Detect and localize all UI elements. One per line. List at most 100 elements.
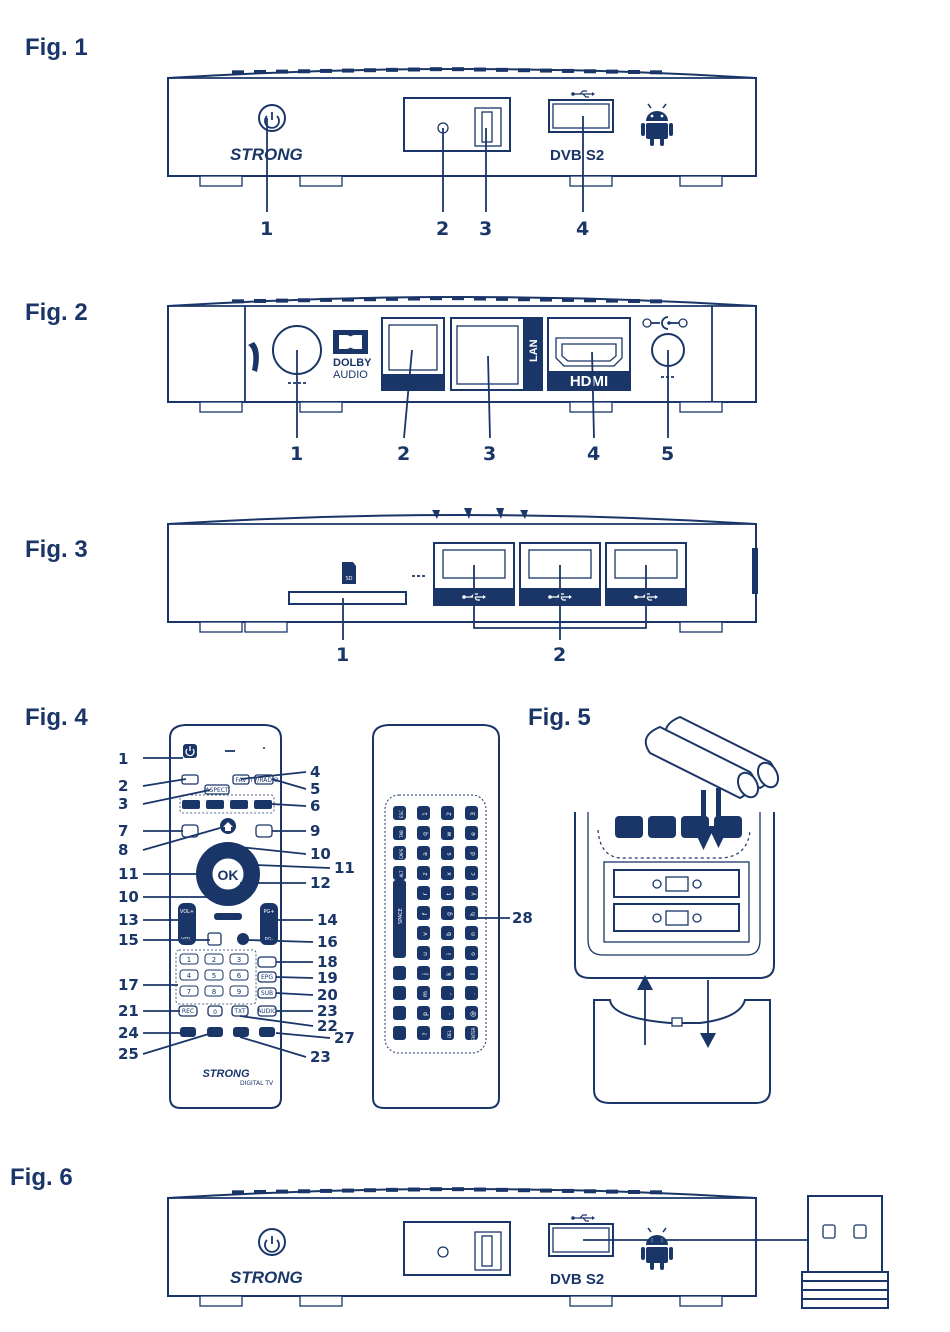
volume-rocker[interactable] (178, 903, 196, 945)
keyboard-key-label: ESC (399, 810, 404, 818)
fig4-callout-13: 13 (118, 911, 139, 929)
vent-slot (650, 70, 662, 75)
keyboard-key[interactable] (417, 946, 430, 960)
digit-key[interactable] (204, 969, 224, 981)
digit-key[interactable] (179, 953, 199, 965)
keyboard-key[interactable] (393, 986, 406, 1000)
keyboard-key[interactable] (393, 846, 406, 860)
keyboard-key-label: p (422, 1012, 429, 1016)
vent-slot (342, 1188, 354, 1193)
keyboard-key[interactable] (441, 866, 454, 880)
keyboard-key-label: DEL (447, 1029, 452, 1038)
keyboard-key[interactable] (465, 946, 478, 960)
keyboard-key[interactable] (441, 1026, 454, 1040)
keyboard-key[interactable] (417, 906, 430, 920)
fig4-callout-6: 6 (310, 797, 320, 815)
play-pause-button[interactable] (207, 1027, 223, 1037)
keyboard-key[interactable] (393, 806, 406, 820)
keyboard-key[interactable] (465, 806, 478, 820)
vent-slot (254, 298, 266, 303)
back-button[interactable] (255, 824, 273, 838)
mouse-button[interactable] (207, 932, 222, 946)
digit-key[interactable] (204, 985, 224, 997)
fig4-callout-1: 1 (118, 750, 128, 768)
keyboard-key[interactable] (465, 926, 478, 940)
keyboard-key[interactable] (441, 946, 454, 960)
insert-arrows (693, 788, 729, 850)
keyboard-key[interactable] (393, 966, 406, 980)
keyboard-key[interactable] (465, 826, 478, 840)
keyboard-key[interactable] (393, 826, 406, 840)
keyboard-key[interactable] (465, 866, 478, 880)
vent-slot (430, 296, 442, 301)
keyboard-key[interactable] (465, 846, 478, 860)
vent-slot (430, 67, 442, 72)
mic-button[interactable] (237, 933, 249, 945)
keyboard-key[interactable] (441, 826, 454, 840)
keyboard-key[interactable] (417, 886, 430, 900)
digit-key[interactable] (179, 969, 199, 981)
ok-button[interactable] (212, 858, 244, 890)
figure-2: Fig. 2 DOLBY AUDIO LAN (25, 296, 757, 465)
vent-slot (232, 1190, 244, 1195)
keyboard-key[interactable] (441, 846, 454, 860)
keyboard-key[interactable] (441, 906, 454, 920)
blue-button[interactable] (254, 800, 272, 809)
keyboard-key-label: 3 (470, 812, 477, 816)
digit-key-label: 5 (212, 972, 216, 980)
digit-key[interactable] (229, 985, 249, 997)
zero-button[interactable] (207, 1005, 223, 1017)
keyboard-key[interactable] (417, 926, 430, 940)
vent-slot (606, 69, 618, 74)
keyboard-key[interactable] (393, 1026, 406, 1040)
stop-button[interactable] (233, 1027, 249, 1037)
keyboard-key[interactable] (417, 806, 430, 820)
keyboard-key[interactable] (441, 806, 454, 820)
keyboard-key[interactable] (417, 1026, 430, 1040)
digit-key[interactable] (179, 985, 199, 997)
audio-label: AUDIO (257, 1008, 277, 1015)
keyboard-key[interactable] (465, 1006, 478, 1020)
keyboard-key[interactable] (465, 986, 478, 1000)
green-button[interactable] (206, 800, 224, 809)
digit-key-label: 2 (212, 956, 216, 964)
rewind-button[interactable] (180, 1027, 196, 1037)
keyboard-key-label: h (470, 912, 477, 916)
keyboard-key[interactable] (417, 966, 430, 980)
keyboard-key[interactable] (441, 1006, 454, 1020)
keyboard-key[interactable] (465, 1026, 478, 1040)
digit-key[interactable] (204, 953, 224, 965)
digit-key[interactable] (229, 969, 249, 981)
space-key[interactable] (393, 880, 406, 958)
audio-text: AUDIO (333, 369, 368, 381)
keyboard-key[interactable] (441, 886, 454, 900)
vent-slot (386, 1187, 398, 1192)
digit-key-label: 8 (212, 988, 216, 996)
keyboard-key-label: ALT (399, 870, 404, 877)
aspect-button[interactable] (204, 784, 230, 795)
keyboard-key[interactable] (417, 1006, 430, 1020)
info-button[interactable] (257, 956, 277, 968)
keyboard-key[interactable] (417, 986, 430, 1000)
keyboard-key[interactable] (417, 826, 430, 840)
keyboard-key[interactable] (441, 926, 454, 940)
digit-key[interactable] (229, 953, 249, 965)
figure-5: Fig. 5 (528, 704, 780, 1104)
keyboard-key[interactable] (465, 966, 478, 980)
keyboard-key[interactable] (465, 906, 478, 920)
sd-card-slot[interactable] (288, 591, 407, 605)
keyboard-key[interactable] (393, 1006, 406, 1020)
fav-button[interactable] (232, 774, 250, 785)
fast-forward-button[interactable] (259, 1027, 275, 1037)
keyboard-key[interactable] (441, 986, 454, 1000)
keyboard-key[interactable] (417, 866, 430, 880)
red-button[interactable] (182, 800, 200, 809)
keyboard-key[interactable] (417, 846, 430, 860)
yellow-button[interactable] (230, 800, 248, 809)
keyboard-key[interactable] (393, 866, 406, 880)
keyboard-key[interactable] (465, 886, 478, 900)
keyboard-key-label: q (422, 832, 429, 836)
vent-slot (628, 1189, 640, 1194)
page-rocker[interactable] (260, 903, 278, 945)
keyboard-key[interactable] (441, 966, 454, 980)
